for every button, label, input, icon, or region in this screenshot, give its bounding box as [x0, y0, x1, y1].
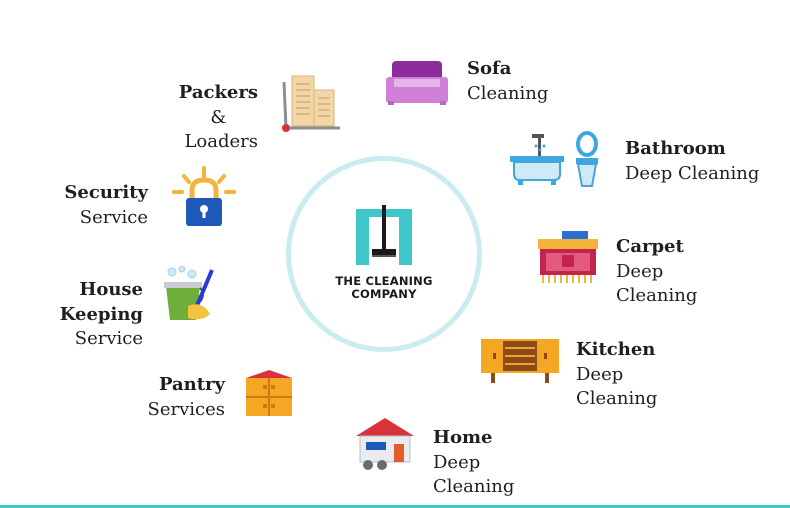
service-subtitle: Deep Cleaning: [625, 162, 760, 184]
company-name-line1: THE CLEANING: [335, 274, 433, 288]
service-subtitle: Deep: [433, 451, 481, 473]
service-housekeeping: House Keeping Service: [60, 278, 143, 352]
service-title: Packers: [178, 82, 258, 103]
service-packers: Packers & Loaders: [179, 81, 258, 155]
house-icon: [356, 418, 414, 470]
squeegee-logo-icon: [356, 205, 412, 265]
hand-truck-boxes-icon: [282, 75, 340, 132]
service-pantry: Pantry Services: [148, 373, 225, 422]
padlock-icon: [172, 166, 236, 226]
service-security: Security Service: [64, 181, 148, 230]
service-subtitle: Services: [147, 398, 225, 420]
service-sofa: Sofa Cleaning: [467, 57, 548, 106]
service-subtitle: &: [210, 106, 227, 128]
service-title-line2: Keeping: [59, 303, 143, 325]
service-title: Carpet: [616, 236, 684, 257]
service-subtitle-line3: Cleaning: [576, 388, 658, 409]
service-title: Security: [64, 182, 148, 203]
service-subtitle-line3: Loaders: [184, 131, 258, 152]
service-subtitle: Deep: [576, 363, 624, 385]
service-title: Bathroom: [625, 138, 726, 159]
service-title: Kitchen: [576, 339, 656, 360]
service-carpet: Carpet Deep Cleaning: [616, 235, 697, 309]
service-subtitle-line3: Cleaning: [616, 285, 698, 306]
service-subtitle: Cleaning: [467, 82, 549, 104]
service-bathroom: Bathroom Deep Cleaning: [625, 137, 759, 186]
bathtub-toilet-icon: [510, 131, 598, 187]
company-name-line2: COMPANY: [351, 287, 417, 301]
carpet-icon: [538, 231, 598, 283]
service-subtitle-line3: Cleaning: [433, 476, 515, 497]
sofa-icon: [386, 61, 448, 105]
service-subtitle: Service: [74, 328, 143, 349]
bucket-broom-icon: [164, 266, 214, 320]
service-title: Sofa: [467, 58, 512, 79]
service-kitchen: Kitchen Deep Cleaning: [576, 338, 657, 412]
service-subtitle: Deep: [616, 260, 664, 282]
service-subtitle: Service: [79, 206, 148, 228]
service-home: Home Deep Cleaning: [433, 426, 514, 500]
service-title: House: [79, 279, 143, 300]
company-logo-ring: THE CLEANING COMPANY: [286, 156, 482, 352]
service-title: Pantry: [158, 374, 225, 395]
kitchen-cabinet-icon: [481, 339, 559, 383]
pantry-cabinet-icon: [246, 370, 292, 416]
service-title: Home: [433, 427, 493, 448]
bottom-accent-line: [0, 505, 790, 508]
